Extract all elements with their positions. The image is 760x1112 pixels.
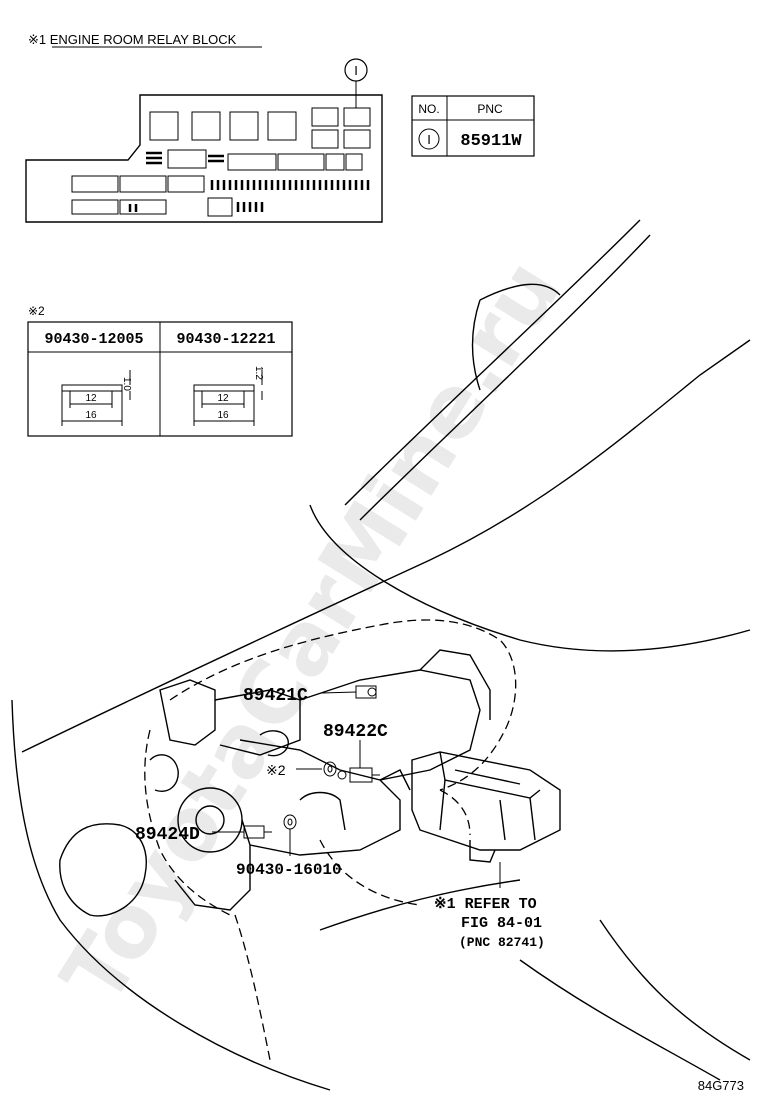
label-90430-16010: 90430-16010 — [236, 861, 342, 879]
washer-note2 — [323, 761, 337, 777]
label-refer-line3: (PNC 82741) — [459, 935, 545, 950]
car-body-outline — [11, 219, 751, 1091]
gasket-a-thickness: 1.0 — [121, 377, 132, 391]
note2-label: ※2 — [28, 304, 45, 318]
sensor-89422c — [337, 767, 380, 783]
pnc-row-circle — [418, 128, 440, 150]
gasket-b-thickness: 1.2 — [253, 366, 264, 380]
pnc-row-no: I — [427, 132, 431, 147]
label-89422c: 89422C — [323, 722, 388, 742]
gasket-a-inner: 12 — [85, 393, 97, 404]
label-89424d: 89424D — [135, 825, 200, 845]
figure-code: 84G773 — [698, 1078, 744, 1093]
label-89421c: 89421C — [243, 686, 308, 706]
label-refer-line2: FIG 84-01 — [461, 915, 542, 932]
label-note2-ref: ※2 — [266, 762, 286, 778]
engine-assembly — [149, 649, 491, 911]
pnc-col-no: NO. — [418, 102, 439, 116]
gasket-section-b — [193, 370, 263, 426]
gasket-b-inner: 12 — [217, 393, 229, 404]
sensor-89421c — [355, 685, 377, 699]
gasket-a-outer: 16 — [85, 410, 97, 421]
note2-part-b: 90430-12221 — [176, 331, 275, 348]
pnc-row-value: 85911W — [460, 132, 522, 151]
pnc-col-pnc: PNC — [477, 102, 503, 116]
label-refer-line1: ※1 REFER TO — [434, 896, 537, 913]
callout-label: I — [354, 63, 358, 78]
gasket-b-outer: 16 — [217, 410, 229, 421]
relay-block-housing — [411, 751, 561, 863]
leader-lines — [212, 691, 501, 888]
pnc-table — [411, 95, 535, 157]
washer-90430-16010 — [283, 814, 297, 830]
relay-block-title: ※1 ENGINE ROOM RELAY BLOCK — [28, 32, 237, 47]
note2-table — [27, 321, 293, 437]
gasket-section-a — [61, 370, 131, 426]
relay-block-drawing — [25, 94, 383, 223]
callout-circle — [344, 58, 368, 82]
note2-part-a: 90430-12005 — [44, 331, 143, 348]
